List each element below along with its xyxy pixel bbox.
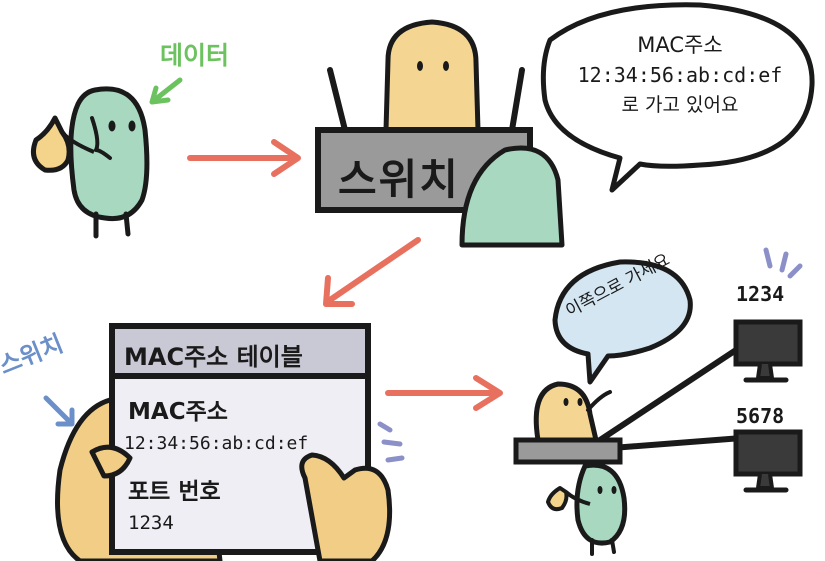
- monitor-top-port: 1234: [736, 282, 785, 306]
- monitor-bottom-port: 5678: [736, 404, 785, 428]
- switch-box-label: 스위치: [338, 155, 460, 204]
- mac-table-card: [55, 323, 393, 561]
- mac-table-title: MAC주소 테이블: [124, 343, 303, 371]
- monitor-signal-marks: [763, 247, 803, 279]
- arrow-to-table: [323, 237, 421, 307]
- arrow-to-switch: [187, 139, 301, 177]
- monitor-top: [733, 319, 803, 383]
- mac-address-label: MAC주소: [128, 399, 228, 425]
- speech-bubble-top: [540, 2, 815, 193]
- data-label: 데이터: [160, 41, 230, 70]
- cable-top: [597, 343, 745, 443]
- data-label-arrow: [149, 77, 183, 105]
- data-character: [31, 86, 150, 239]
- speech-top-line3: 로 가고 있어요: [621, 94, 739, 116]
- monitor-bottom: [733, 429, 803, 493]
- speech-top-line1: MAC주소: [637, 33, 723, 57]
- speech-bubble-bottom: [552, 259, 693, 385]
- speech-top-line2: 12:34:56:ab:cd:ef: [577, 63, 783, 87]
- cable-bottom: [609, 435, 745, 451]
- delivery-data-character: [546, 462, 628, 556]
- arrow-to-delivery: [385, 375, 503, 411]
- tap-marks: [377, 421, 405, 463]
- mac-address-value: 12:34:56:ab:cd:ef: [124, 433, 309, 454]
- switch-device: [315, 19, 565, 248]
- port-number-label: 포트 번호: [128, 479, 221, 505]
- switch-label-arrow: [43, 395, 75, 427]
- delivery-switch: [513, 381, 623, 465]
- port-number-value: 1234: [128, 512, 174, 534]
- speech-top-text: MAC주소 12:34:56:ab:cd:ef 로 가고 있어요: [560, 30, 800, 120]
